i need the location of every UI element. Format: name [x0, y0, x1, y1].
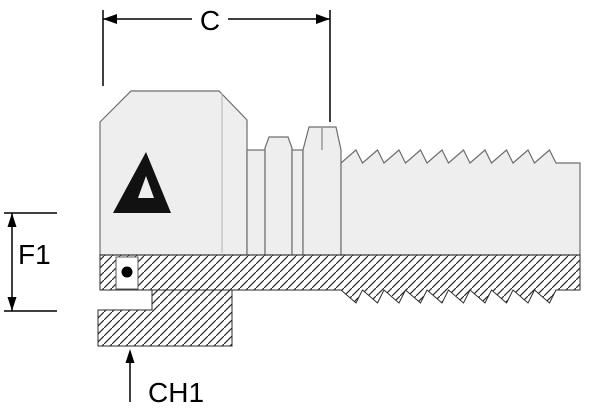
dimension-ch1: CH1	[125, 349, 204, 408]
collar-step	[291, 149, 304, 256]
hose-tail	[340, 149, 581, 256]
arrowhead-left-icon	[103, 14, 117, 24]
dim-label-ch1: CH1	[148, 377, 204, 408]
section-view	[97, 254, 581, 347]
dimension-f1: F1	[4, 212, 57, 312]
tube-wall-section	[99, 254, 581, 304]
brand-logo-icon	[113, 152, 171, 213]
nut-body	[99, 90, 248, 256]
fitting-part	[99, 90, 581, 256]
oring-dot	[121, 266, 133, 278]
arrowhead-up-icon	[125, 349, 135, 363]
dim-label-f1: F1	[18, 239, 51, 270]
spigot-neck	[246, 149, 266, 256]
dimension-c: C	[102, 5, 331, 122]
arrowhead-up-icon	[7, 213, 17, 227]
dim-label-c: C	[200, 5, 220, 36]
collar-1	[264, 136, 293, 256]
arrowhead-right-icon	[316, 14, 330, 24]
arrowhead-down-icon	[7, 297, 17, 311]
nut-flange-section	[97, 289, 233, 347]
